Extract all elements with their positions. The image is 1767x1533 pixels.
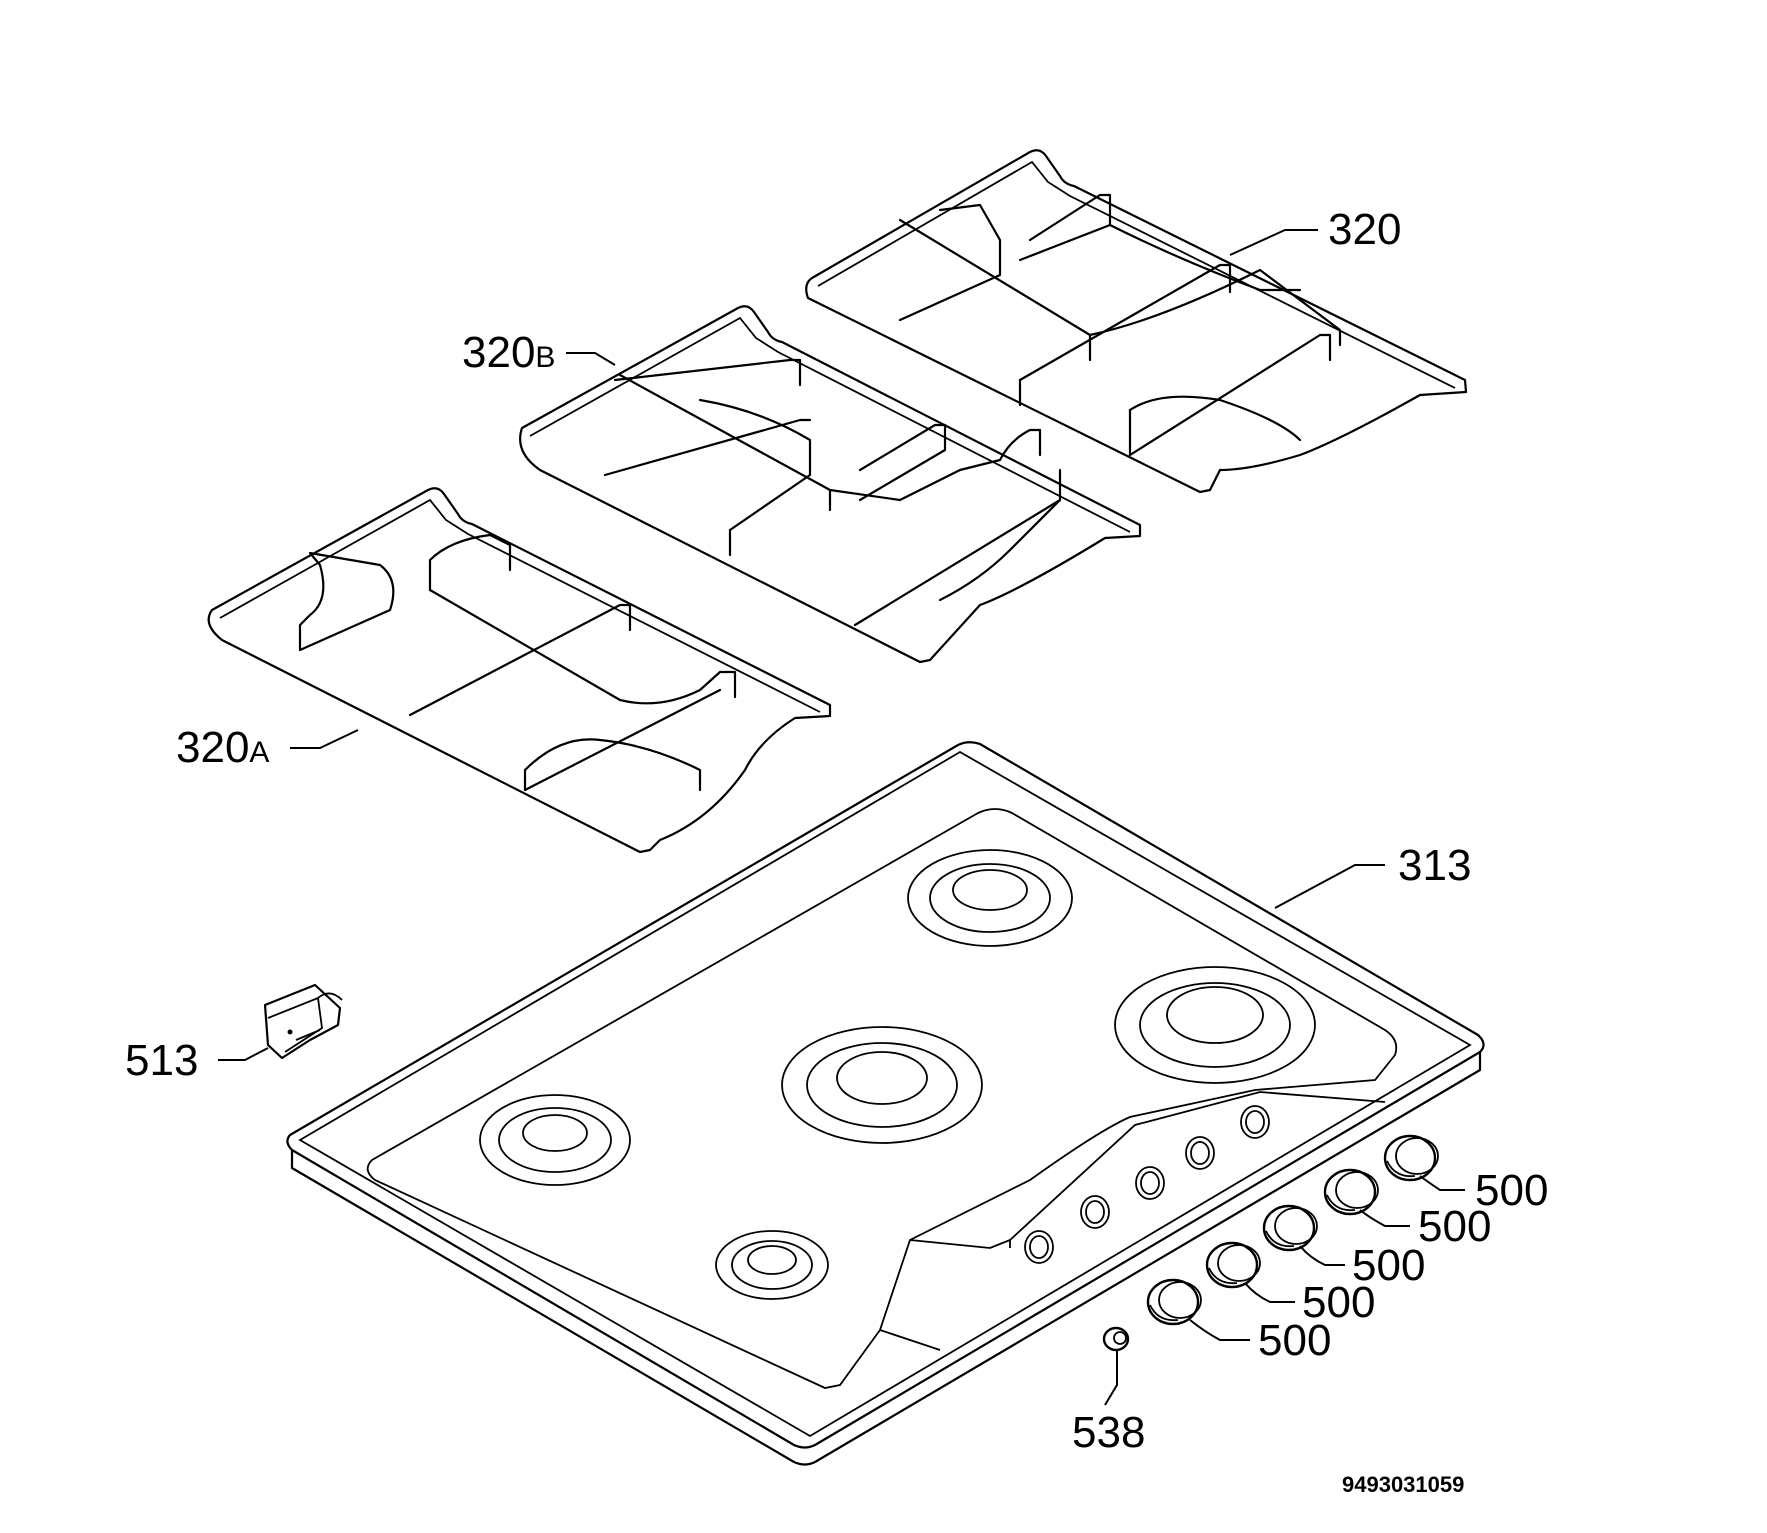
control-knobs-500 xyxy=(1146,1134,1439,1326)
pan-support-grid-320b xyxy=(519,305,1142,664)
label-320b: 320B xyxy=(462,328,555,377)
label-538: 538 xyxy=(1072,1408,1145,1457)
pan-support-grid-320a xyxy=(207,487,832,854)
label-500-knob-5: 500 xyxy=(1475,1166,1548,1215)
ignition-button-538 xyxy=(1102,1326,1130,1352)
burner-rear-small xyxy=(907,849,1073,947)
knob-5 xyxy=(1383,1134,1439,1182)
diagram-code: 9493031059 xyxy=(1342,1472,1464,1497)
knob-holes xyxy=(1024,1105,1270,1264)
knob-3 xyxy=(1262,1204,1318,1252)
callout-labels: 320 320B 320A 313 513 500 500 500 500 50… xyxy=(125,205,1548,1497)
label-500-knob-3: 500 xyxy=(1352,1241,1425,1290)
knob-4 xyxy=(1323,1168,1379,1216)
label-500-knob-4: 500 xyxy=(1418,1202,1491,1251)
burner-wok-right xyxy=(1114,966,1316,1084)
burner-front-small xyxy=(715,1230,829,1300)
label-320: 320 xyxy=(1328,205,1401,254)
leader-lines xyxy=(218,229,1465,1406)
knob-2 xyxy=(1205,1241,1261,1289)
hob-313 xyxy=(286,741,1485,1466)
pan-support-grid-320 xyxy=(805,149,1468,494)
label-313: 313 xyxy=(1398,841,1471,890)
label-513: 513 xyxy=(125,1036,198,1085)
label-500-knob-2: 500 xyxy=(1302,1278,1375,1327)
burner-left-medium xyxy=(479,1094,631,1186)
label-320a: 320A xyxy=(176,723,269,772)
label-500-knob-1: 500 xyxy=(1258,1316,1331,1365)
burner-center-large xyxy=(781,1026,983,1144)
knob-1 xyxy=(1146,1278,1202,1326)
fixing-bracket-513 xyxy=(263,983,343,1060)
